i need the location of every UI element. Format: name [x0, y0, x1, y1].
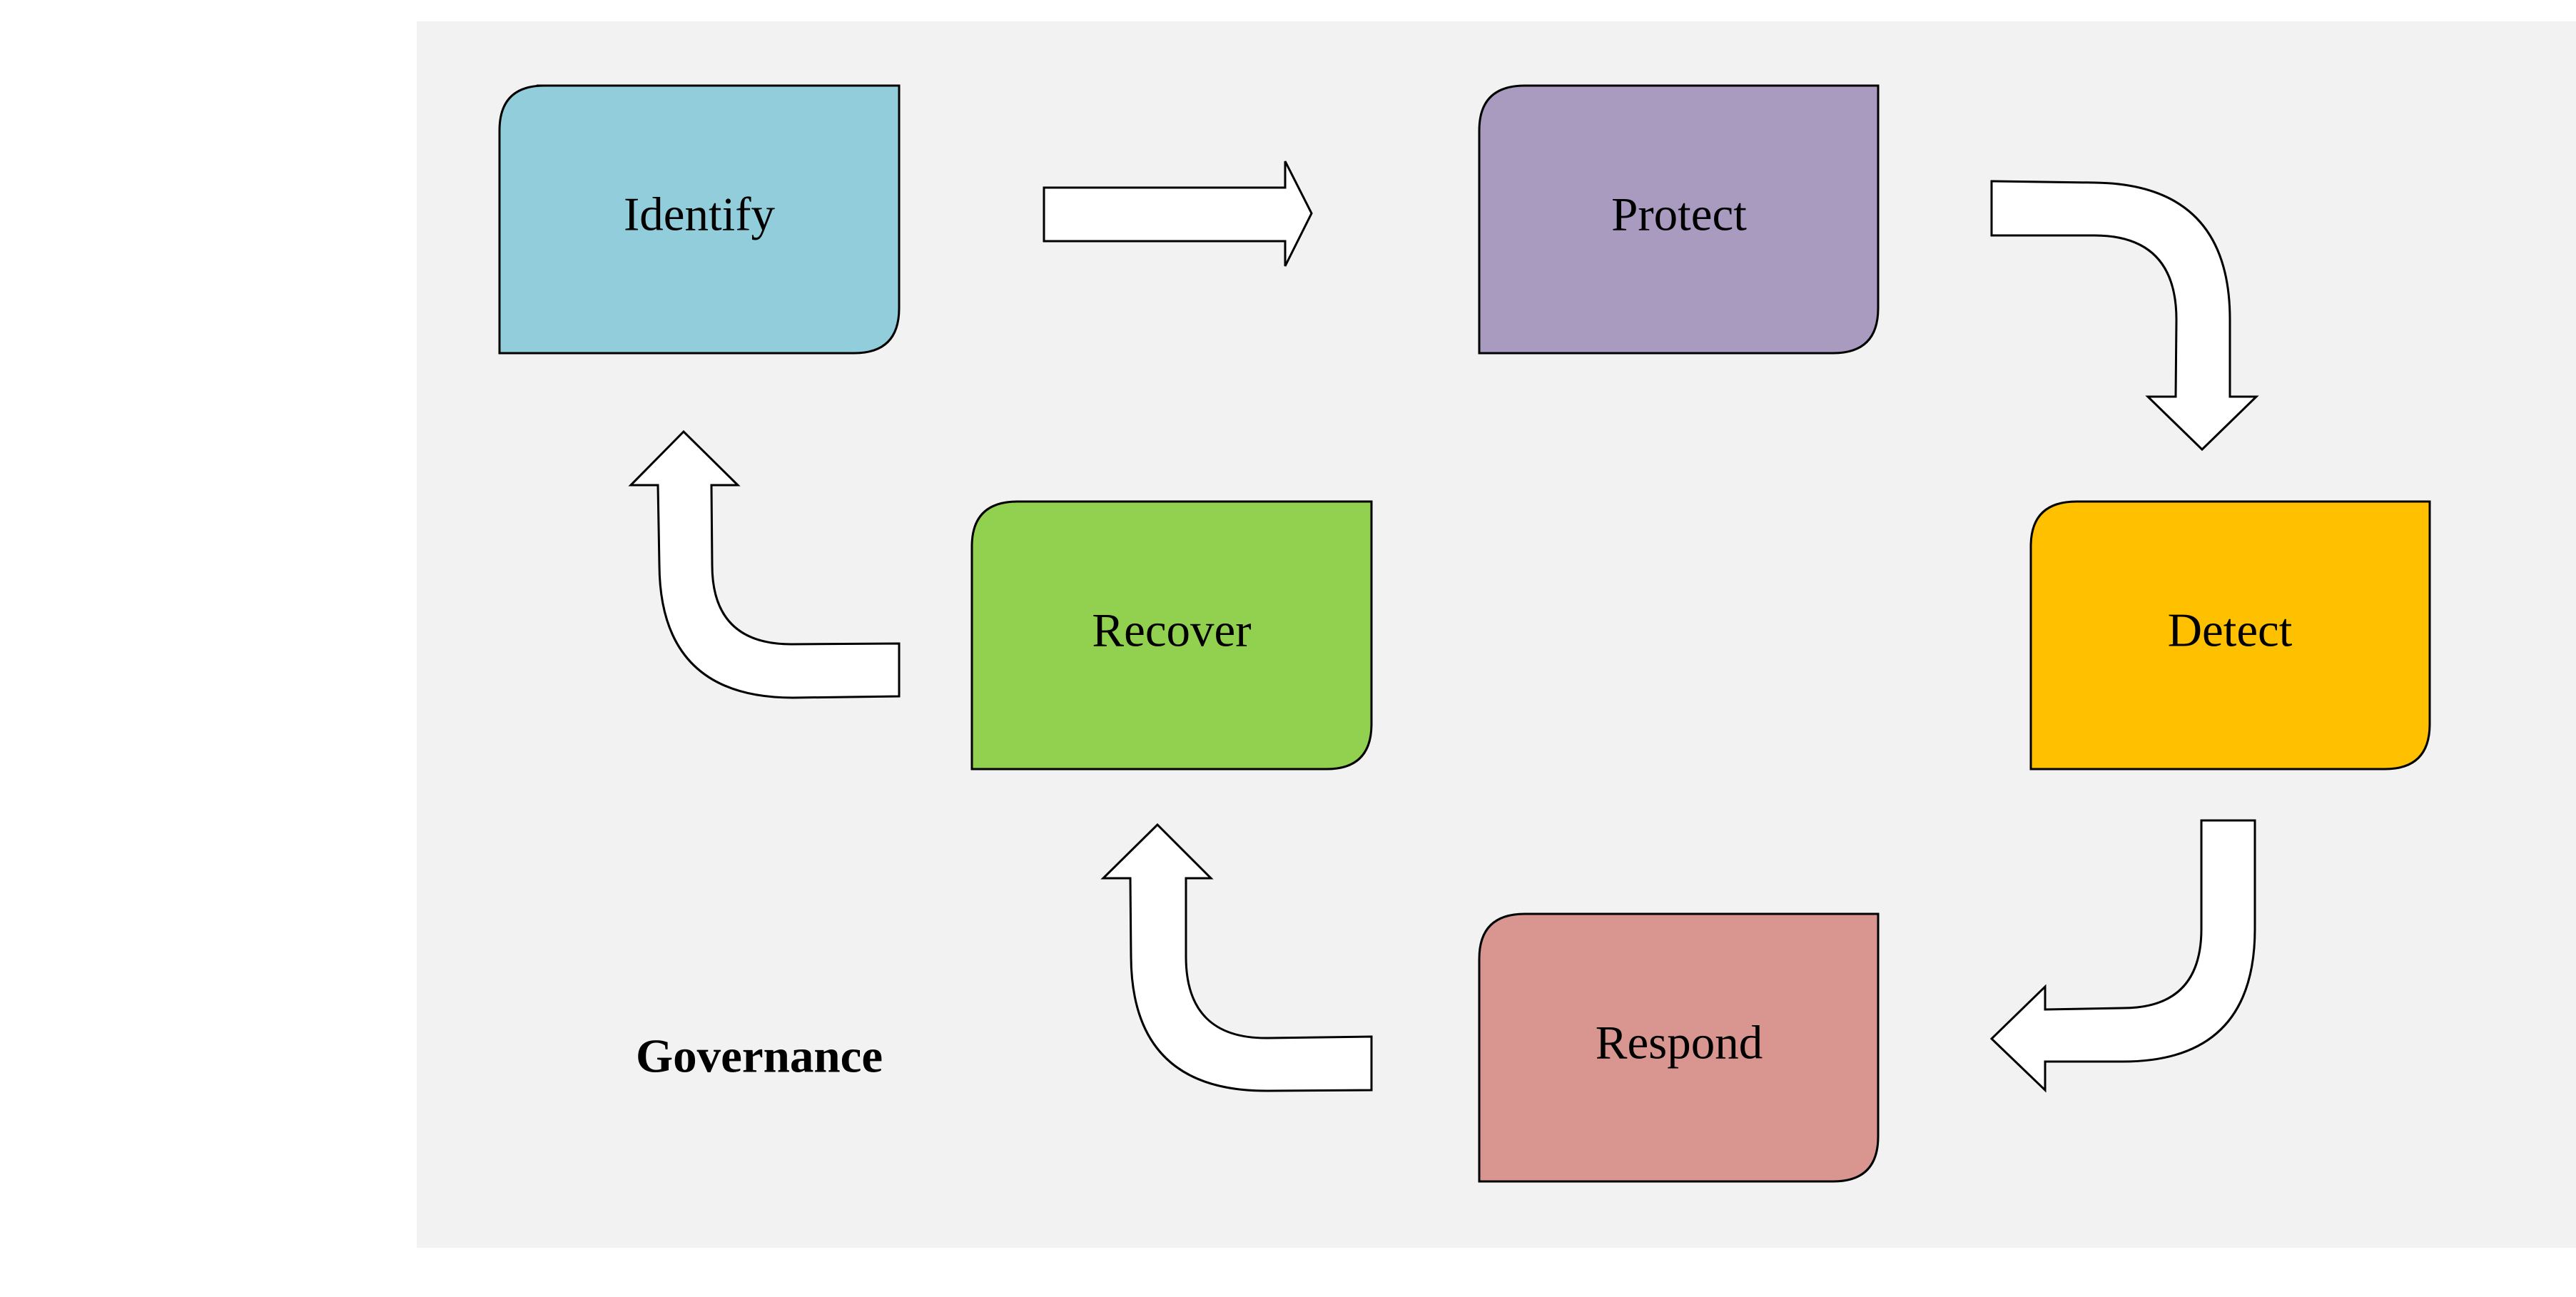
node-detect-shape — [2029, 500, 2431, 770]
node-protect: Protect — [1478, 84, 1880, 355]
node-recover-shape — [970, 500, 1373, 770]
node-identify: Identify — [498, 84, 901, 355]
governance-label: Governance — [636, 1029, 883, 1082]
node-recover-label: Recover — [1092, 604, 1251, 656]
node-recover: Recover — [970, 500, 1373, 770]
node-respond-label: Respond — [1596, 1016, 1763, 1069]
arrow-recover-to-identify — [628, 429, 901, 699]
arrow-protect-to-detect — [1990, 180, 2259, 452]
node-respond: Respond — [1478, 912, 1880, 1183]
node-detect: Detect — [2029, 500, 2431, 770]
node-protect-shape — [1478, 84, 1880, 355]
node-protect-label: Protect — [1611, 188, 1747, 240]
arrow-detect-to-respond — [1989, 819, 2256, 1093]
node-identify-shape — [498, 84, 901, 355]
arrow-identify-to-protect — [1043, 161, 1313, 267]
node-identify-label: Identify — [624, 188, 776, 240]
node-respond-shape — [1478, 912, 1880, 1183]
arrow-respond-to-recover — [1100, 823, 1373, 1092]
node-detect-label: Detect — [2168, 604, 2293, 656]
